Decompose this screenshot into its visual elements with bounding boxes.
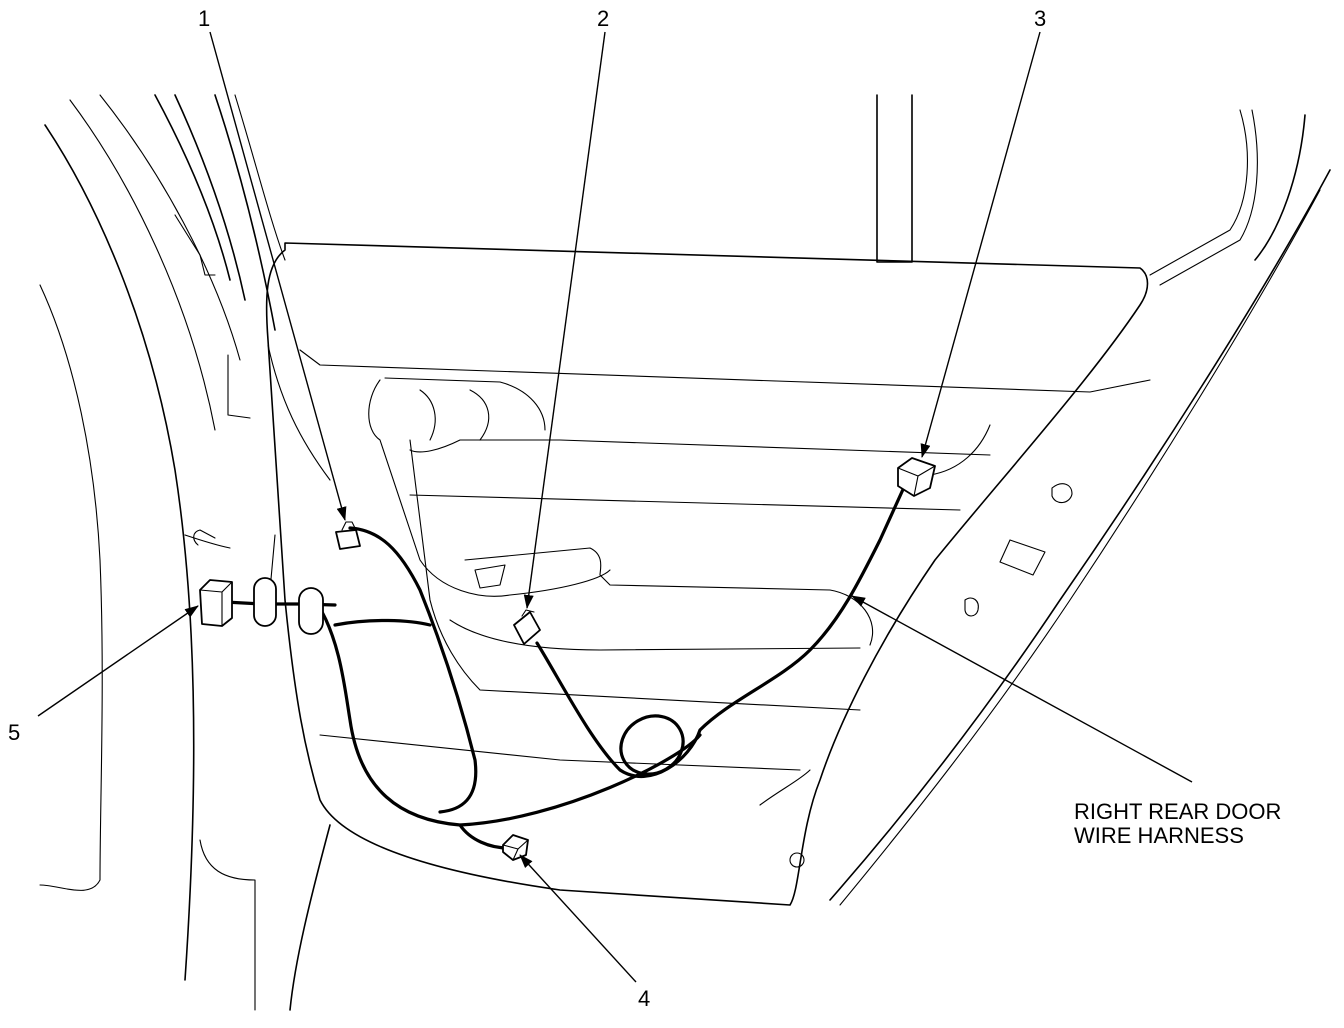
grommet-lower — [298, 587, 324, 635]
wire-harness — [223, 483, 907, 850]
armrest — [269, 377, 991, 771]
leader-5 — [37, 605, 199, 717]
leader-1 — [209, 31, 347, 521]
harness-caption: RIGHT REAR DOOR WIRE HARNESS — [1074, 800, 1281, 848]
callout-4: 4 — [638, 986, 651, 1011]
window-channel — [876, 94, 1306, 286]
leader-harness — [851, 595, 1193, 783]
callout-2: 2 — [597, 6, 610, 31]
connector-5-shape — [199, 579, 233, 627]
body-pillar — [39, 94, 331, 1011]
grommet-upper — [253, 577, 277, 627]
connector-2-shape — [513, 609, 541, 645]
connectors — [199, 457, 936, 861]
door-panel — [265, 169, 1331, 906]
connector-3-shape — [897, 457, 936, 497]
grommets — [253, 577, 324, 635]
leader-lines — [37, 31, 1193, 983]
connector-1-shape — [335, 521, 361, 550]
caption-line-2: WIRE HARNESS — [1074, 823, 1244, 848]
leader-3 — [920, 31, 1041, 458]
leader-4 — [519, 854, 637, 983]
caption-line-1: RIGHT REAR DOOR — [1074, 799, 1282, 824]
leader-2 — [523, 31, 606, 609]
callout-3: 3 — [1034, 6, 1047, 31]
callout-1: 1 — [198, 6, 211, 31]
connector-4-shape — [502, 834, 529, 861]
callout-5: 5 — [8, 720, 21, 745]
